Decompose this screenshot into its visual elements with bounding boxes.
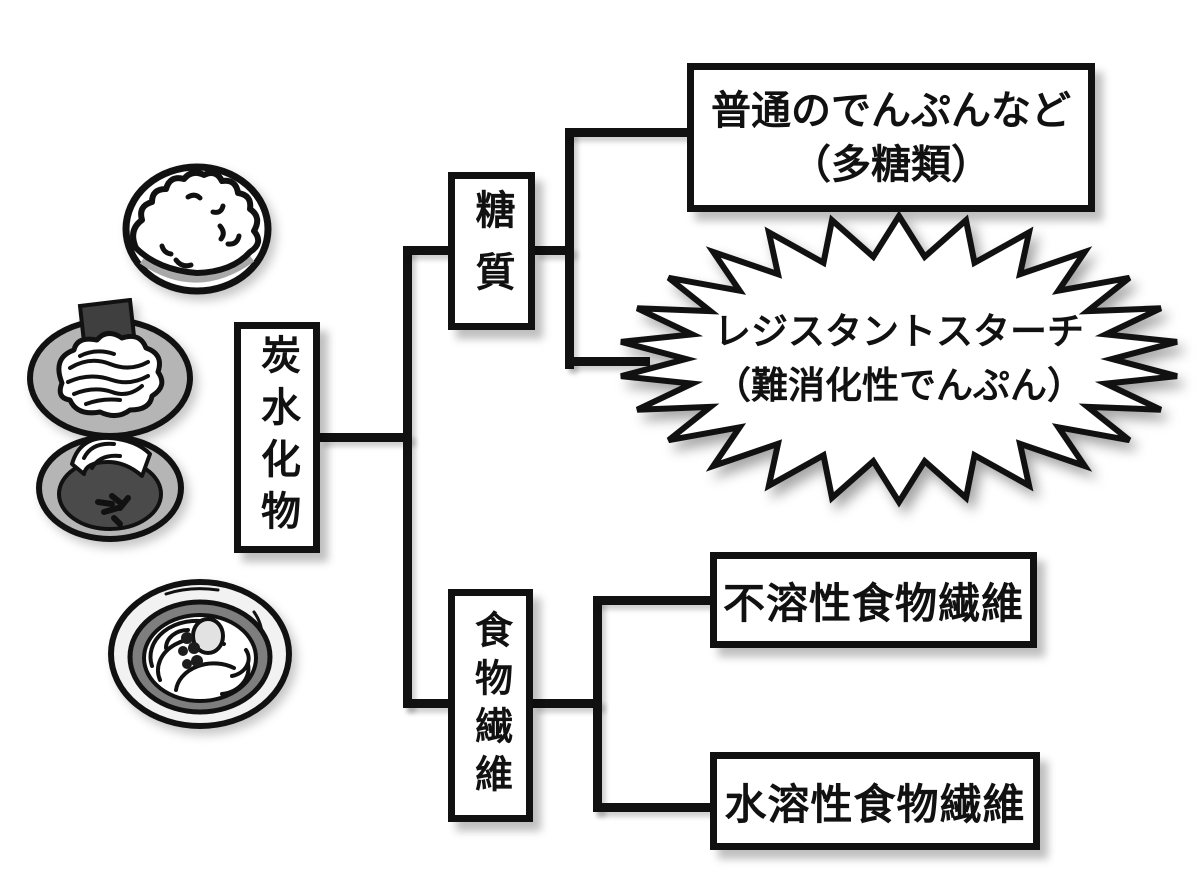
connector-to-burst — [565, 357, 650, 366]
node-normal-starch: 普通のでんぷんなど （多糖類） — [687, 63, 1095, 212]
rice-bowl-icon — [122, 163, 272, 295]
node-normal-starch-line1: 普通のでんぷんなど — [711, 87, 1071, 134]
connector-trunk-to-sugar — [403, 246, 448, 255]
connector-trunk-to-fiber — [403, 699, 448, 708]
connector-to-insoluble-box — [593, 596, 712, 605]
node-carbohydrate: 炭水化物 — [234, 322, 320, 553]
node-sugar-label: 糖質 — [468, 189, 515, 313]
node-resistant-starch: レジスタントスターチ （難消化性でんぷん） — [610, 210, 1188, 508]
node-insoluble-fiber-label: 不溶性食物繊維 — [722, 578, 1024, 628]
connector-to-soluble-box — [593, 803, 712, 812]
connector-root-to-trunk — [320, 433, 412, 442]
node-sugar: 糖質 — [448, 172, 535, 330]
node-soluble-fiber: 水溶性食物繊維 — [710, 752, 1040, 850]
connector-sugar-to-subtrunk — [535, 246, 574, 255]
node-normal-starch-line2: （多糖類） — [791, 141, 991, 188]
burst-icon — [620, 210, 1178, 508]
node-resistant-starch-line2: （難消化性でんぷん） — [714, 364, 1084, 407]
trunk-main-vertical — [403, 246, 412, 708]
node-carbohydrate-label: 炭水化物 — [254, 333, 300, 542]
node-insoluble-fiber: 不溶性食物繊維 — [710, 552, 1037, 648]
trunk-sugar-vertical — [565, 128, 574, 369]
node-resistant-starch-line1: レジスタントスターチ — [714, 310, 1084, 354]
udon-bowl-icon — [108, 579, 292, 729]
node-dietary-fiber: 食物繊維 — [448, 589, 533, 822]
node-soluble-fiber-label: 水溶性食物繊維 — [724, 779, 1026, 829]
connector-to-starch-box — [565, 128, 689, 137]
trunk-fiber-vertical — [593, 596, 602, 812]
connector-fiber-to-subtrunk — [533, 699, 602, 708]
node-dietary-fiber-label: 食物繊維 — [468, 609, 513, 802]
resistant-starch-burst-shape — [620, 210, 1178, 508]
zaru-soba-icon — [27, 298, 193, 542]
